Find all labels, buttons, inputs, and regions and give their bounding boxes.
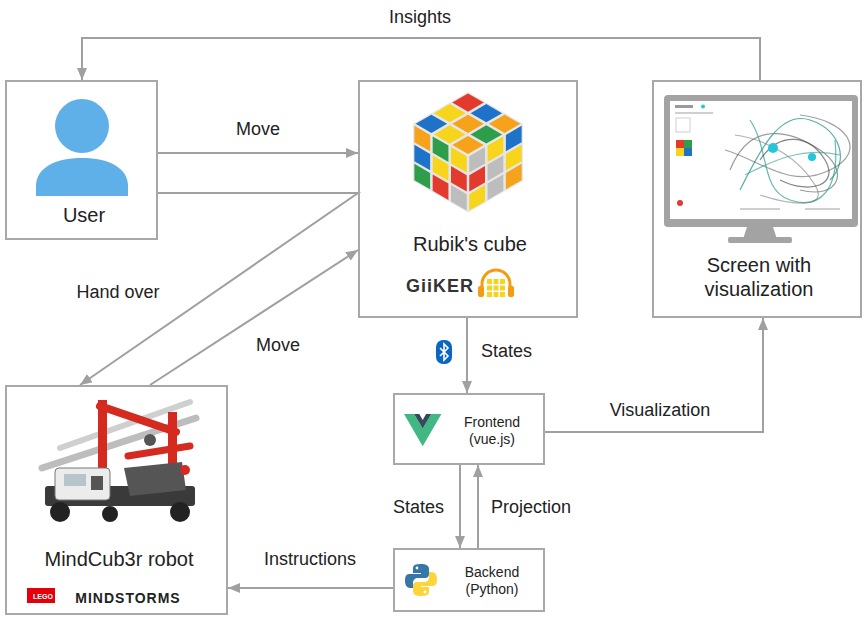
lego-logo <box>27 588 55 603</box>
node-title: Frontend (vue.js) <box>450 414 534 448</box>
edge-label: Insights <box>386 7 454 29</box>
node-title: MindCub3r robot <box>45 547 194 571</box>
flow-arrow <box>545 318 763 432</box>
vue-logo <box>404 414 441 446</box>
monitor-icon <box>664 95 858 243</box>
edge-label: Visualization <box>607 400 714 422</box>
actor-box: User <box>5 80 158 240</box>
python-logo <box>405 564 437 596</box>
logo-text: LEGO <box>33 592 53 602</box>
node-title: Backend (Python) <box>450 564 534 598</box>
node-title: Screen with visualization <box>664 253 854 301</box>
robot-icon <box>42 400 196 522</box>
device-box: Rubik's cubeGiiKER <box>358 80 578 318</box>
flow-arrow <box>150 250 358 385</box>
user-icon <box>36 99 128 196</box>
edge-label: Projection <box>488 497 574 519</box>
node-title: User <box>63 203 105 227</box>
flow-arrow <box>466 318 468 393</box>
process-box: Backend (Python) <box>393 548 545 612</box>
bluetooth-icon <box>436 340 452 364</box>
flow-arrow <box>477 465 479 548</box>
edge-label: Instructions <box>261 549 359 571</box>
flow-arrow <box>158 152 358 154</box>
flow-arrow <box>82 38 760 80</box>
rubiks-cube-icon <box>413 92 523 213</box>
edge-label: Hand over <box>73 282 162 304</box>
edge-label: Move <box>233 119 283 141</box>
flow-arrow <box>459 465 461 548</box>
edge-label: States <box>478 341 535 363</box>
flow-arrow <box>228 587 393 589</box>
process-box: Frontend (vue.js) <box>393 393 545 465</box>
node-title: Rubik's cube <box>413 232 527 256</box>
logo-text: GiiKER <box>406 276 474 298</box>
logo-text: MINDSTORMS <box>75 590 180 607</box>
edge-label: States <box>390 497 447 519</box>
robot-box: MindCub3r robotLEGO MINDSTORMS <box>5 385 228 615</box>
giiker-icon <box>478 270 514 297</box>
display-box: Screen with visualization <box>652 80 862 318</box>
edge-label: Move <box>253 335 303 357</box>
